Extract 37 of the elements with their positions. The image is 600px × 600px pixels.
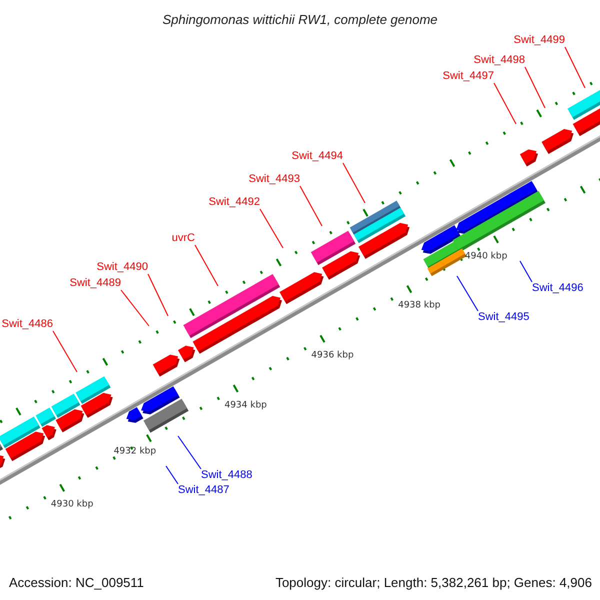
leader-line [120, 290, 150, 326]
gene-label: Swit_4494 [292, 150, 343, 163]
leader-line [52, 330, 78, 372]
leader-line [494, 82, 516, 124]
gene-label: Swit_4495 [478, 311, 530, 324]
leader-line [194, 244, 218, 286]
title: Sphingomonas wittichii RW1, complete genome [161, 11, 439, 29]
scale-label: 4940 kbp [464, 251, 508, 262]
leader-line [166, 466, 178, 484]
gene-label: Swit_4497 [442, 70, 494, 83]
leader-line [260, 208, 284, 248]
leader-line [148, 274, 168, 316]
scale-label: 4938 kbp [398, 300, 440, 312]
leader-line [178, 436, 202, 470]
gene-label: uvrC [172, 232, 195, 245]
accession-text: Accession: NC_009511 [9, 574, 144, 592]
gene-label: Swit_4492 [208, 196, 260, 209]
gene-label: Swit_4486 [2, 318, 53, 331]
gene-label: Swit_4487 [178, 484, 230, 497]
scale-label: 4934 kbp [224, 400, 267, 412]
leader-line [524, 66, 546, 108]
leader-line [564, 46, 586, 88]
gene-label: Swit_4499 [514, 34, 565, 47]
gene-label: Swit_4498 [474, 54, 525, 67]
gene-label: Swit_4489 [70, 277, 121, 290]
genome-info-text: Topology: circular; Length: 5,382,261 bp; Genes: 4,906 [275, 574, 592, 592]
scale-label: 4932 kbp [114, 446, 156, 458]
gene-label: Swit_4496 [532, 282, 584, 295]
leader-line [300, 186, 322, 226]
gene-label: Swit_4493 [248, 173, 300, 186]
gene-label: Swit_4488 [201, 469, 252, 482]
gene-label: Swit_4490 [96, 261, 148, 274]
leader-line [456, 276, 478, 312]
leader-line [520, 260, 532, 282]
leader-line [342, 162, 366, 204]
scale-label: 4936 kbp [311, 350, 354, 362]
scale-label: 4930 kbp [50, 500, 94, 511]
